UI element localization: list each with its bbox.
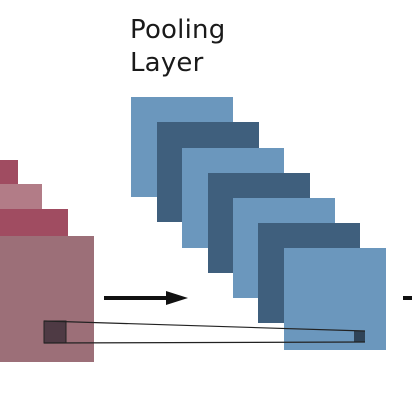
- pooling-layer-label: Pooling Layer: [130, 14, 225, 79]
- conv-feature-map-2: [0, 184, 42, 210]
- conv-feature-map-3: [0, 209, 68, 237]
- conv-receptive-window: [44, 321, 66, 343]
- title-line-1: Pooling: [130, 15, 226, 45]
- pool-feature-map-front: [284, 248, 386, 350]
- conv-feature-map-1: [0, 160, 18, 186]
- projection-line-bottom: [43, 341, 366, 344]
- pool-output-cell: [354, 331, 365, 342]
- right-arrow-icon: [104, 291, 188, 305]
- projection-line-top: [43, 320, 366, 332]
- receptive-window-outline: [43, 320, 67, 344]
- title-line-2: Layer: [130, 47, 204, 78]
